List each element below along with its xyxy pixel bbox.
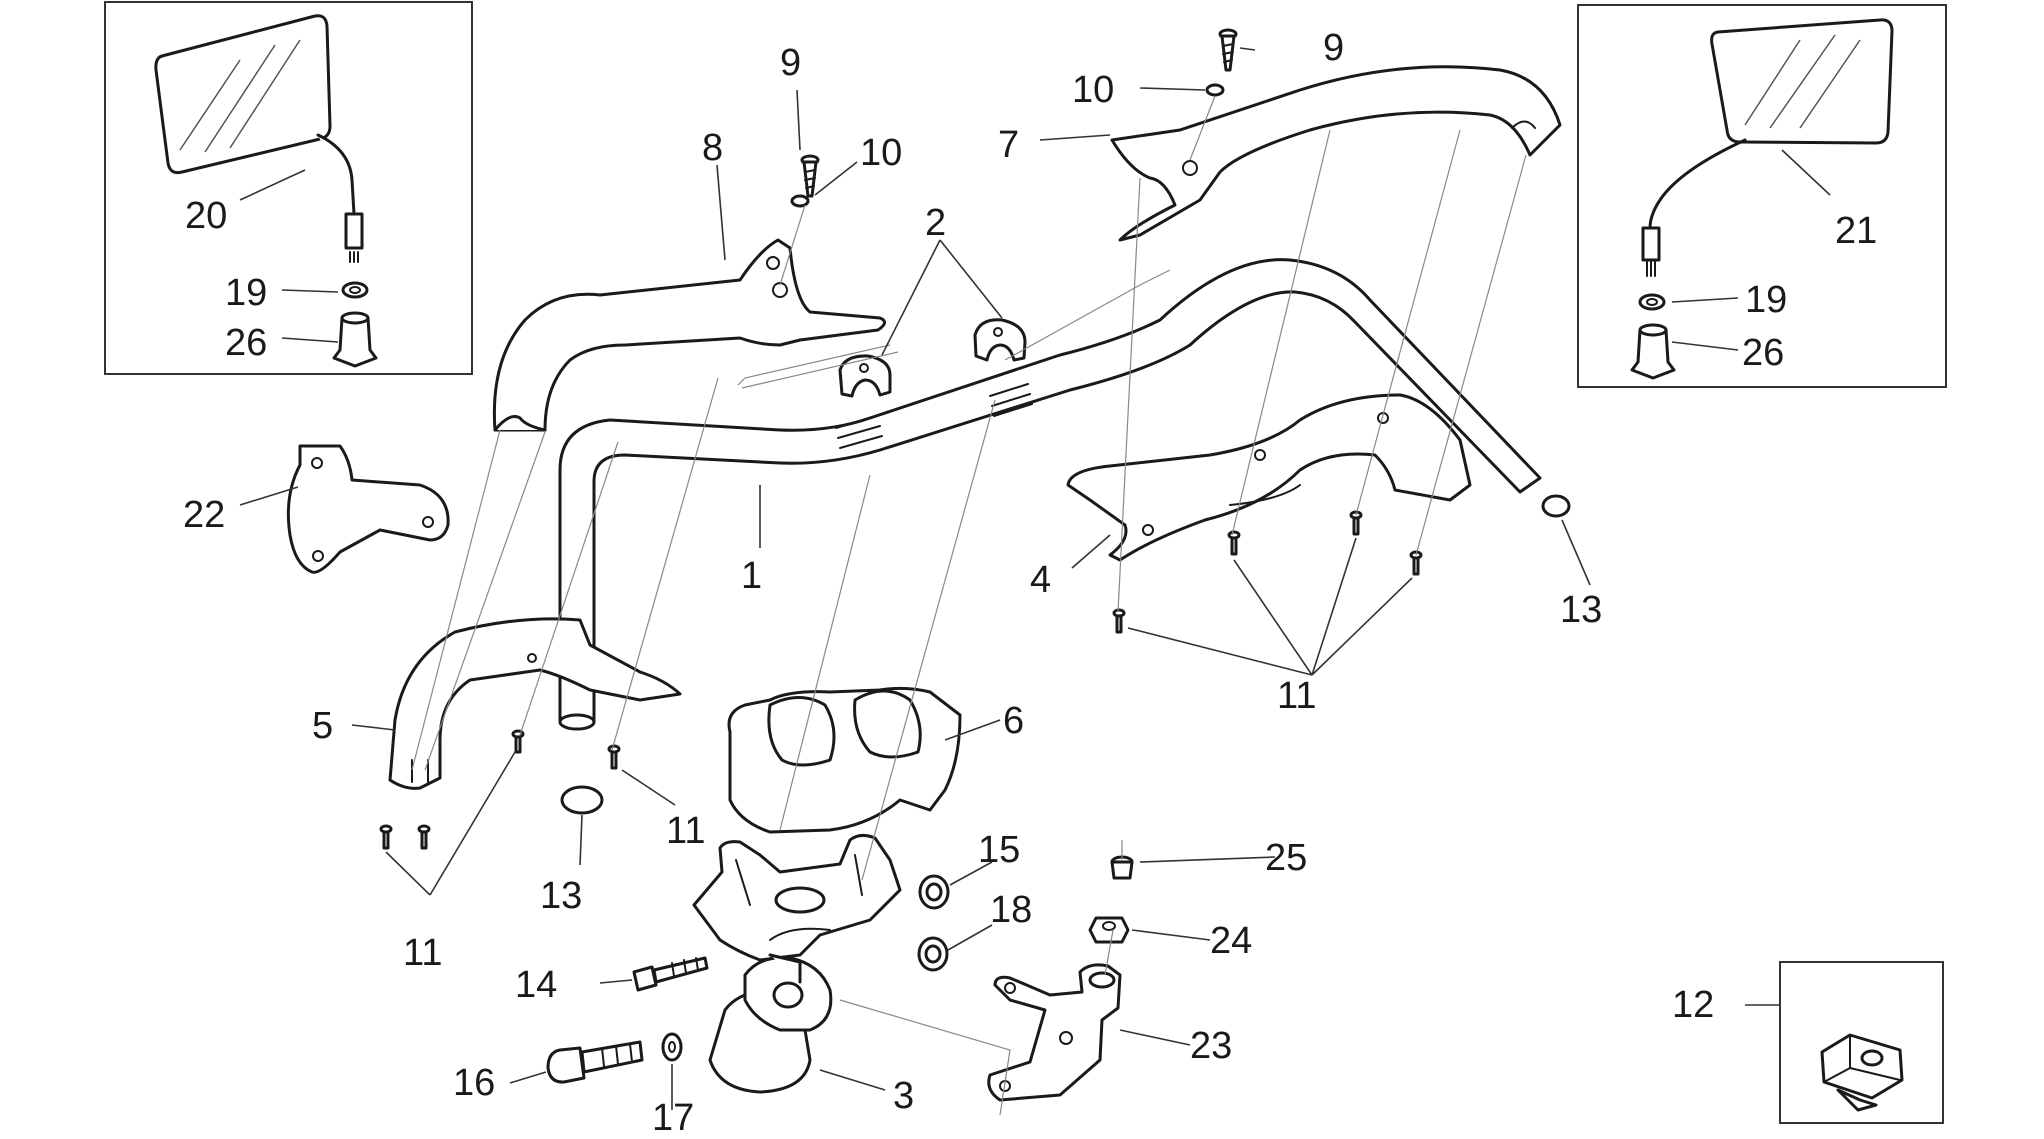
o-ring-part-13-left: [560, 785, 604, 815]
callout-3: 3: [893, 1075, 914, 1117]
cap-part-26-left: [332, 311, 378, 368]
callout-7: 7: [998, 124, 1019, 166]
callout-6: 6: [1003, 700, 1024, 742]
nut-part-25: [1110, 855, 1134, 880]
bolt-part-14: [632, 956, 709, 992]
callout-9-left: 9: [780, 42, 801, 84]
cap-part-26-right: [1630, 323, 1676, 380]
callout-4: 4: [1030, 559, 1051, 601]
callout-20: 20: [185, 195, 227, 237]
left-mirror-part-20: [154, 14, 364, 263]
clamp-part-2-right: [973, 318, 1027, 362]
callout-10-left: 10: [860, 132, 902, 174]
callout-14: 14: [515, 964, 557, 1006]
washer-part-17: [661, 1032, 683, 1062]
headlight-shell-part-6: [727, 686, 962, 834]
callout-18: 18: [990, 889, 1032, 931]
bracket-part-23: [987, 963, 1122, 1102]
steering-base-part-3: [708, 953, 833, 1094]
lower-cover-part-4: [1066, 393, 1472, 562]
callout-26-right: 26: [1742, 332, 1784, 374]
bracket-part-22: [286, 444, 450, 574]
callout-21: 21: [1835, 210, 1877, 252]
grommet-part-15: [918, 874, 950, 910]
bolt-part-9-left: [800, 154, 820, 198]
nut-part-24: [1088, 916, 1130, 944]
washer-part-19-right: [1638, 293, 1666, 311]
callout-23: 23: [1190, 1025, 1232, 1067]
alignment-guides: [411, 95, 1527, 1116]
callout-12: 12: [1672, 984, 1714, 1026]
callout-11-middle: 11: [666, 810, 705, 852]
callout-26-left: 26: [225, 322, 267, 364]
bolt-part-16: [546, 1040, 644, 1084]
callout-1: 1: [741, 555, 762, 597]
lower-cover-part-5: [388, 617, 682, 790]
part-12-inset-box: [1779, 961, 1944, 1124]
callout-19-left: 19: [225, 272, 267, 314]
callout-10-right: 10: [1072, 69, 1114, 111]
o-ring-part-13-right: [1541, 494, 1571, 518]
washer-part-19-left: [341, 281, 369, 299]
right-mirror-part-21: [1641, 18, 1894, 277]
right-mirror-inset-box: [1577, 4, 1947, 388]
callout-24: 24: [1210, 920, 1252, 962]
bolt-part-9-right: [1218, 28, 1238, 72]
callout-13-left: 13: [540, 875, 582, 917]
callout-9-right: 9: [1323, 27, 1344, 69]
left-mirror-inset-box: [104, 1, 473, 375]
clamp-part-2-left: [838, 354, 892, 398]
callout-5: 5: [312, 705, 333, 747]
callout-15: 15: [978, 829, 1020, 871]
washer-part-10-left: [790, 194, 810, 208]
callout-2: 2: [925, 202, 946, 244]
callout-8: 8: [702, 127, 723, 169]
callout-11-left: 11: [403, 932, 442, 974]
handlebar-tube-part-1: [558, 258, 1542, 731]
callout-16: 16: [453, 1062, 495, 1104]
callout-22: 22: [183, 494, 225, 536]
callout-19-right: 19: [1745, 279, 1787, 321]
callout-25: 25: [1265, 837, 1307, 879]
callout-13-right: 13: [1560, 589, 1602, 631]
callout-11-right: 11: [1277, 675, 1316, 717]
callout-17: 17: [652, 1097, 694, 1139]
grommet-part-18: [917, 936, 949, 972]
leader-lines: [239, 47, 1831, 1110]
upper-cover-part-7: [1110, 65, 1562, 242]
clamp-part-12: [1820, 1033, 1904, 1112]
washer-part-10-right: [1205, 83, 1225, 97]
upper-cover-part-8: [492, 238, 886, 432]
handlebar-mount-upper: [692, 833, 902, 962]
